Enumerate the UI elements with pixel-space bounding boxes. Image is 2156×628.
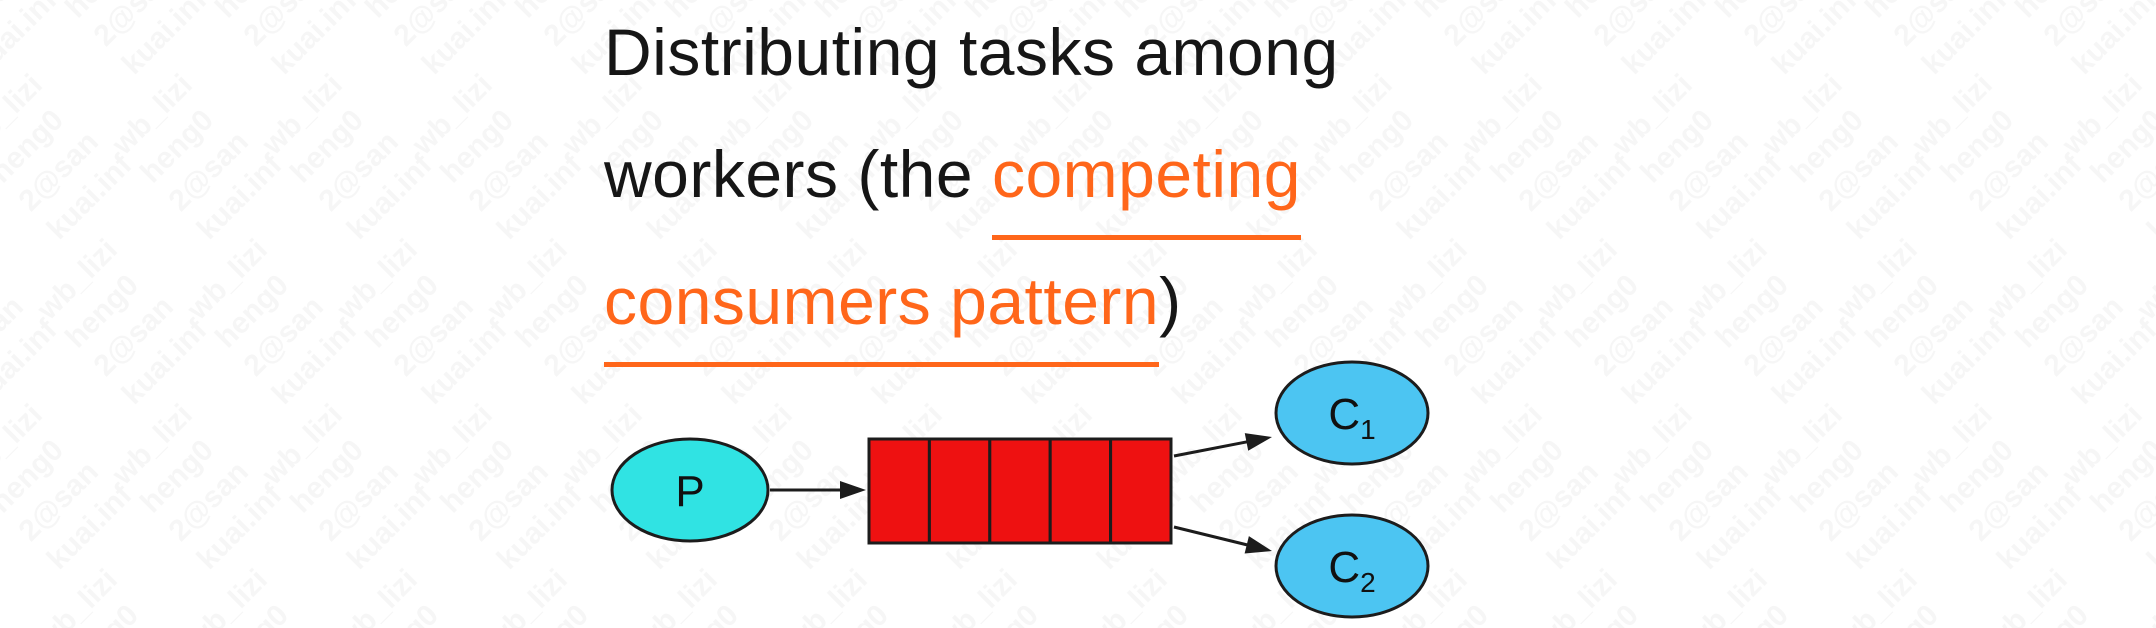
queue-cell	[1109, 437, 1173, 545]
arrow-queue-to-consumer-1-head	[1244, 433, 1272, 451]
queue-cell	[988, 437, 1052, 545]
producer-node	[610, 437, 770, 543]
competing-consumers-link-line-2[interactable]: competing	[991, 113, 1301, 240]
queue-cell	[867, 437, 931, 545]
consumer-1-label: C1	[1328, 390, 1375, 445]
page-title: Distributing tasks among workers (the co…	[604, 0, 1339, 367]
title-text-3: )	[1159, 264, 1182, 338]
title-text-1: Distributing tasks among	[604, 15, 1339, 89]
title-line-3: consumers pattern)	[604, 240, 1339, 367]
title-line-2: workers (the competing	[604, 113, 1339, 240]
consumer-1-node	[1274, 360, 1430, 466]
consumer-2-node	[1274, 513, 1430, 619]
title-text-2: workers (the	[604, 137, 992, 211]
competing-consumers-link-line-3[interactable]: consumers pattern	[604, 240, 1160, 367]
arrow-queue-to-consumer-2-head	[1244, 536, 1272, 554]
arrow-producer-to-queue-head	[840, 481, 866, 499]
arrow-queue-to-consumer-2	[1173, 525, 1251, 548]
queue-cell	[1048, 437, 1113, 545]
title-line-1: Distributing tasks among	[604, 0, 1339, 113]
arrow-queue-to-consumer-1	[1173, 439, 1251, 458]
producer-label: P	[675, 467, 704, 516]
queue-cell	[927, 437, 992, 545]
